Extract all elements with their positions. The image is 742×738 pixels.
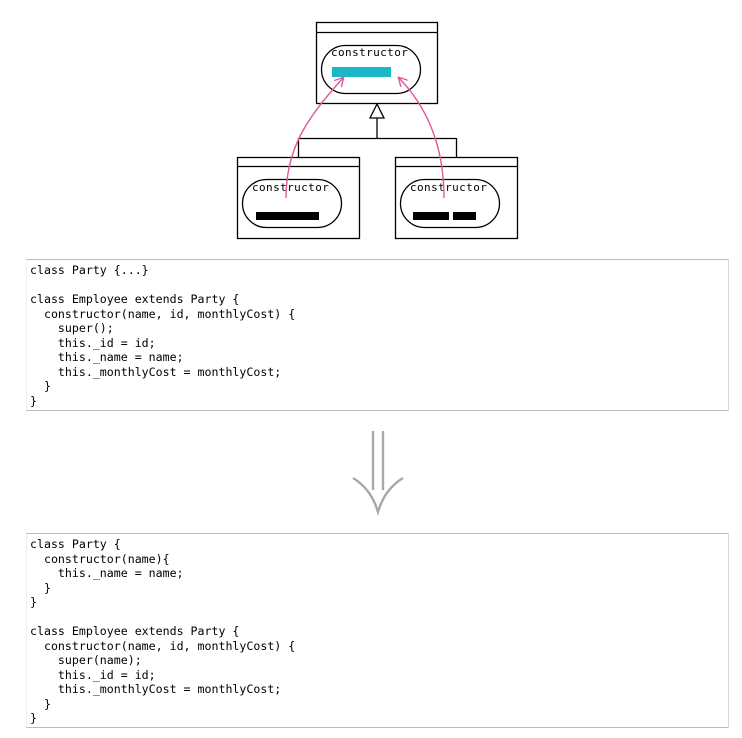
- before-code-line: super();: [30, 321, 114, 335]
- after-code-line: super(name);: [30, 653, 142, 667]
- parent-constructor-label: constructor: [331, 46, 408, 59]
- after-code-line: this._name = name;: [30, 566, 184, 580]
- after-code-line: constructor(name){: [30, 551, 170, 566]
- right-pull-up-arrow-icon: [399, 78, 445, 199]
- right-constructor-label: constructor: [410, 181, 487, 194]
- code-after-panel: class Party { constructor(name){ this._n…: [26, 533, 729, 728]
- code-before-panel: class Party {...} class Employee extends…: [26, 259, 729, 411]
- before-code-line: class Party {...}: [30, 263, 149, 277]
- down-arrow-icon: [352, 431, 404, 517]
- inheritance-triangle-icon: [368, 102, 386, 119]
- code-before-listing: class Party {...} class Employee extends…: [27, 260, 728, 408]
- after-code-line: }: [30, 580, 51, 595]
- right-constructor-code-block-1: [413, 212, 449, 220]
- code-after-listing: class Party { constructor(name){ this._n…: [27, 534, 728, 726]
- inheritance-connector: [297, 102, 458, 157]
- class-hierarchy-diagram: constructor constructor constructor: [236, 21, 519, 240]
- before-code-line: class Employee extends Party {: [30, 292, 240, 306]
- after-code-line: class Employee extends Party {: [30, 624, 240, 638]
- after-code-line: this._monthlyCost = monthlyCost;: [30, 682, 282, 696]
- before-code-line: this._name = name;: [30, 350, 184, 364]
- after-code-line: }: [30, 711, 37, 725]
- before-code-line: this._id = id;: [30, 335, 156, 350]
- parent-class-box: constructor: [315, 21, 439, 105]
- left-constructor-label: constructor: [252, 181, 329, 194]
- after-code-line: class Party {: [30, 537, 121, 551]
- after-code-line: constructor(name, id, monthlyCost) {: [30, 638, 296, 653]
- after-code-line: this._id = id;: [30, 667, 156, 682]
- after-code-line: }: [30, 595, 37, 609]
- before-code-line: constructor(name, id, monthlyCost) {: [30, 306, 296, 321]
- right-child-class-box: constructor: [394, 156, 519, 240]
- before-code-line: this._monthlyCost = monthlyCost;: [30, 364, 282, 379]
- left-constructor-code-block: [256, 212, 319, 220]
- before-code-line: }: [30, 393, 37, 408]
- parent-constructor-highlighted-code: [332, 67, 391, 77]
- left-child-class-box: constructor: [236, 156, 361, 240]
- left-pull-up-arrow-icon: [285, 78, 343, 199]
- right-constructor-code-block-2: [453, 212, 476, 220]
- before-code-line: }: [30, 379, 51, 393]
- after-code-line: }: [30, 696, 51, 711]
